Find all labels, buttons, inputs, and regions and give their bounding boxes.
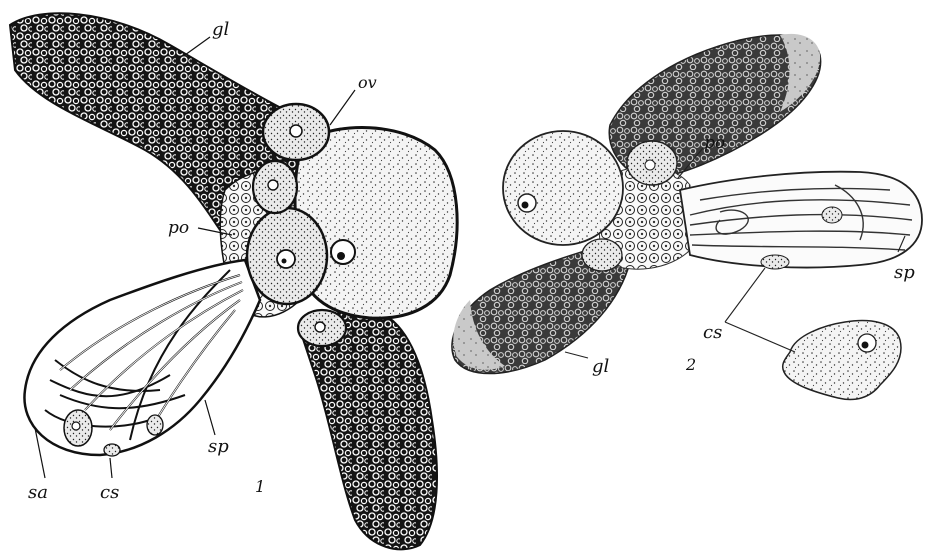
fig1-label-po: po bbox=[168, 218, 189, 238]
fig2-label-cs: cs bbox=[703, 322, 722, 343]
fig1-cs-cell-c bbox=[147, 415, 163, 435]
fig1-mid-oocyte-nucleus bbox=[277, 250, 295, 268]
fig2-large-oocyte-nucleolus bbox=[522, 202, 529, 209]
fig2-label-sp: sp bbox=[894, 262, 915, 283]
fig2-sperm-sac bbox=[680, 172, 922, 268]
fig1-label-cs: cs bbox=[100, 482, 119, 503]
fig2-number: 2 bbox=[685, 355, 696, 374]
figure-2: po sp cs gl 2 bbox=[452, 34, 922, 400]
fig1-label-gl: gl bbox=[212, 19, 230, 40]
fig2-isolated-cs-nucleolus bbox=[862, 342, 869, 349]
fig1-bottom-oocyte-nucleus bbox=[315, 322, 325, 332]
figure-1: gl ov po sp sa cs 1 bbox=[10, 13, 457, 549]
fig1-number: 1 bbox=[255, 477, 265, 496]
fig2-large-oocyte bbox=[503, 131, 623, 245]
fig2-isolated-cs-cell bbox=[783, 321, 901, 400]
fig2-sac-cell-a bbox=[822, 207, 842, 223]
fig1-mid-oocyte-nucleolus bbox=[282, 259, 287, 264]
fig1-cs-cell-b bbox=[104, 444, 120, 456]
fig1-second-oocyte-nucleus bbox=[268, 180, 278, 190]
fig2-small-oocyte-a-nucleus bbox=[645, 160, 655, 170]
fig1-label-sa: sa bbox=[28, 482, 48, 503]
fig1-top-oocyte-nucleus bbox=[290, 125, 302, 137]
fig1-large-oocyte bbox=[295, 128, 457, 319]
fig2-label-po: po bbox=[704, 133, 725, 153]
fig1-cs-nucleus-a bbox=[72, 422, 80, 430]
fig1-large-oocyte-nucleolus bbox=[337, 252, 345, 260]
fig1-label-ov: ov bbox=[358, 73, 377, 92]
fig2-cs-cell-in-sac bbox=[761, 255, 789, 269]
fig2-label-gl: gl bbox=[592, 356, 610, 377]
fig1-label-sp: sp bbox=[208, 436, 229, 457]
fig2-small-oocyte-b bbox=[582, 239, 622, 271]
fig1-large-oocyte-nucleus bbox=[331, 240, 355, 264]
